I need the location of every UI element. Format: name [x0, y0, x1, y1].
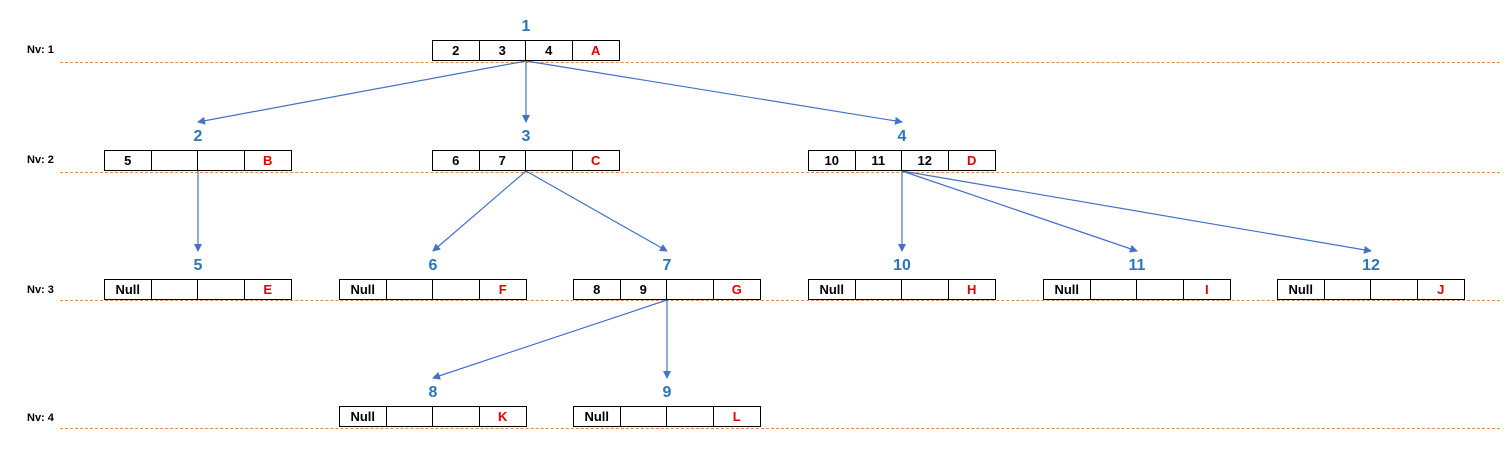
node-cell — [1137, 280, 1184, 299]
tree-node: Null L — [573, 406, 761, 427]
node-cell: Null — [1044, 280, 1091, 299]
node-cell — [667, 407, 714, 426]
tree-node: Null H — [808, 279, 996, 300]
tree-node: Null F — [339, 279, 527, 300]
node-letter: L — [732, 409, 741, 424]
node-cell — [856, 280, 902, 299]
edge-arrow — [901, 170, 1138, 253]
node-cell — [152, 280, 198, 299]
node-id-label: 8 — [428, 384, 438, 401]
node-cell — [1325, 280, 1371, 299]
node-cell: Null — [105, 280, 152, 299]
level-label: Nv: 4 — [27, 412, 54, 424]
node-letter: E — [263, 282, 273, 297]
node-id-label: 11 — [1128, 257, 1146, 274]
node-id-label: 12 — [1362, 257, 1380, 274]
node-cell — [621, 407, 667, 426]
node-cell — [433, 280, 480, 299]
level-line — [60, 428, 1500, 429]
node-letter: A — [591, 43, 601, 58]
node-letter: B — [263, 153, 273, 168]
edge-arrow — [432, 170, 527, 252]
node-cell — [526, 151, 573, 170]
tree-node: Null J — [1277, 279, 1465, 300]
node-id-label: 4 — [897, 128, 907, 145]
node-id-label: 2 — [193, 128, 203, 145]
node-cell: Null — [1278, 280, 1325, 299]
edge-arrow — [432, 299, 668, 380]
edge-arrow — [525, 170, 668, 252]
node-cell — [667, 280, 714, 299]
node-cell: 8 — [574, 280, 621, 299]
node-id-label: 1 — [521, 18, 531, 35]
level-line — [60, 62, 1500, 63]
node-cell — [152, 151, 198, 170]
node-cell: 2 — [433, 41, 480, 60]
node-cell: Null — [809, 280, 856, 299]
edge-arrow — [197, 60, 527, 125]
node-cell: Null — [574, 407, 621, 426]
node-letter: H — [967, 282, 977, 297]
node-cell — [387, 280, 433, 299]
level-line — [60, 300, 1500, 301]
tree-node: Null I — [1043, 279, 1231, 300]
node-cell: 5 — [105, 151, 152, 170]
node-cell: 7 — [480, 151, 526, 170]
node-cell — [198, 280, 245, 299]
node-cell: 9 — [621, 280, 667, 299]
level-label: Nv: 1 — [27, 44, 54, 56]
node-cell: 12 — [902, 151, 949, 170]
node-letter: J — [1437, 282, 1445, 297]
node-cell: Null — [340, 280, 387, 299]
node-letter: G — [731, 282, 742, 297]
node-id-label: 9 — [662, 384, 672, 401]
node-cell: Null — [340, 407, 387, 426]
node-id-label: 5 — [193, 257, 203, 274]
tree-node: Null K — [339, 406, 527, 427]
node-letter: F — [498, 282, 507, 297]
node-cell — [1371, 280, 1418, 299]
node-letter: D — [967, 153, 977, 168]
node-cell: 3 — [480, 41, 526, 60]
node-id-label: 10 — [893, 257, 911, 274]
node-cell — [1091, 280, 1137, 299]
node-cell — [902, 280, 949, 299]
tree-node: Null E — [104, 279, 292, 300]
level-label: Nv: 3 — [27, 284, 54, 296]
node-letter: C — [591, 153, 601, 168]
edge-arrow — [525, 60, 903, 125]
node-cell: 4 — [526, 41, 573, 60]
node-id-label: 3 — [521, 128, 531, 145]
node-id-label: 7 — [662, 257, 672, 274]
node-id-label: 6 — [428, 257, 438, 274]
node-cell: 6 — [433, 151, 480, 170]
node-cell — [387, 407, 433, 426]
level-label: Nv: 2 — [27, 154, 54, 166]
edge-arrow — [901, 170, 1372, 254]
node-cell: 11 — [856, 151, 902, 170]
node-cell — [198, 151, 245, 170]
node-letter: K — [498, 409, 508, 424]
node-letter: I — [1204, 282, 1209, 297]
node-cell: 10 — [809, 151, 856, 170]
level-line — [60, 172, 1500, 173]
node-cell — [433, 407, 480, 426]
